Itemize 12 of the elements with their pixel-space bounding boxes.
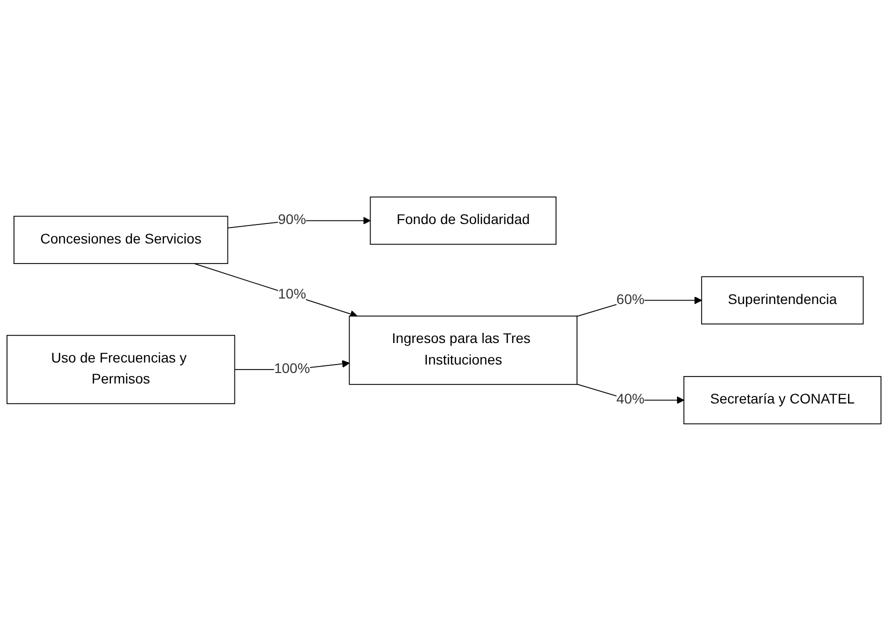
node-box: Fondo de Solidaridad <box>370 196 556 244</box>
node-box: Secretaría y CONATEL <box>683 376 882 424</box>
edge-label: 100% <box>274 361 310 376</box>
node-box: Concesiones de Servicios <box>14 215 228 264</box>
arrow <box>194 262 358 318</box>
edge-label: 60% <box>616 292 644 307</box>
edge-label: 10% <box>278 286 306 302</box>
edge-label: 90% <box>278 212 306 228</box>
node-box: Ingresos para las Tres Instituciones <box>348 315 578 384</box>
node-box: Uso de Frecuencias y Permisos <box>6 334 236 404</box>
node-box: Superintendencia <box>701 276 864 324</box>
edge-label: 40% <box>616 392 644 407</box>
